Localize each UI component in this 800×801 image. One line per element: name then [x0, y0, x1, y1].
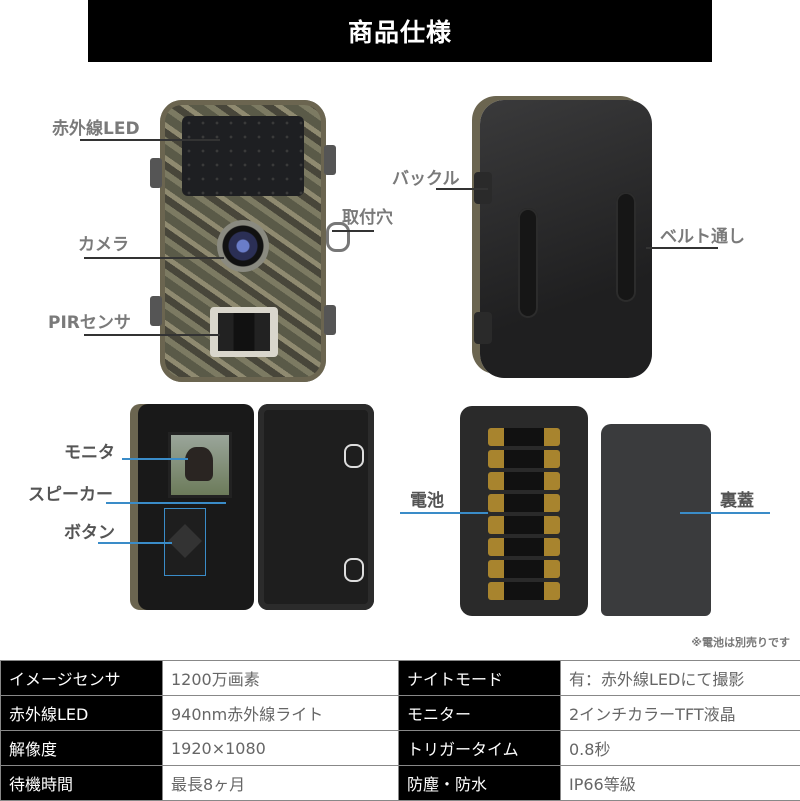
spec-value: IP66等級 — [561, 766, 800, 801]
callout-line — [436, 188, 488, 190]
spec-value: 940nm赤外線ライト — [163, 696, 399, 731]
callout-battery: 電池 — [410, 486, 444, 511]
side-latch — [324, 145, 336, 175]
battery-cell — [488, 582, 560, 600]
spec-key: 待機時間 — [1, 766, 163, 801]
battery-cell — [488, 428, 560, 446]
spec-key: イメージセンサ — [1, 661, 163, 696]
callout-buttons: ボタン — [64, 518, 115, 543]
battery-cell — [488, 494, 560, 512]
spec-value: 有：赤外線LEDにて撮影 — [561, 661, 800, 696]
spec-key: モニター — [399, 696, 561, 731]
side-latch — [150, 158, 162, 188]
spec-key: 赤外線LED — [1, 696, 163, 731]
battery-cell — [488, 450, 560, 468]
battery-cell — [488, 560, 560, 578]
callout-buckle: バックル — [392, 164, 460, 189]
side-latch — [150, 296, 162, 326]
callout-pir: PIRセンサ — [48, 308, 131, 333]
camera-front-image — [160, 100, 326, 382]
callout-line — [680, 512, 770, 514]
table-row: 待機時間 最長8ヶ月 防塵・防水 IP66等級 — [1, 766, 800, 801]
callout-line — [646, 247, 718, 249]
callout-line — [400, 512, 488, 514]
section-header: 商品仕様 — [88, 0, 712, 62]
battery-compartment-image — [460, 406, 588, 616]
spec-value: 1200万画素 — [163, 661, 399, 696]
lid-ring — [344, 444, 364, 468]
callout-monitor: モニタ — [64, 438, 115, 463]
spec-table: イメージセンサ 1200万画素 ナイトモード 有：赤外線LEDにて撮影 赤外線L… — [0, 660, 800, 801]
spec-value: 2インチカラーTFT液晶 — [561, 696, 800, 731]
camera-open-body-image — [138, 404, 254, 610]
callout-speaker: スピーカー — [28, 480, 113, 505]
callout-line — [84, 334, 220, 336]
spec-key: 解像度 — [1, 731, 163, 766]
camera-open-lid-image — [258, 404, 374, 610]
callout-line — [98, 542, 172, 544]
back-cover-image — [601, 424, 711, 616]
battery-cell — [488, 516, 560, 534]
buckle — [474, 312, 492, 344]
table-row: 解像度 1920×1080 トリガータイム 0.8秒 — [1, 731, 800, 766]
callout-line — [84, 257, 224, 259]
ir-led-panel — [182, 116, 304, 196]
spec-value: 1920×1080 — [163, 731, 399, 766]
camera-back-image — [480, 100, 652, 378]
battery-cell — [488, 472, 560, 490]
spec-key: トリガータイム — [399, 731, 561, 766]
battery-note: ※電池は別売りです — [691, 634, 790, 650]
spec-key: 防塵・防水 — [399, 766, 561, 801]
spec-key: ナイトモード — [399, 661, 561, 696]
callout-back-cover: 裏蓋 — [720, 486, 754, 511]
callout-camera: カメラ — [78, 230, 129, 255]
callout-line — [80, 139, 220, 141]
camera-lens — [217, 220, 269, 272]
callout-line — [332, 230, 374, 232]
table-row: 赤外線LED 940nm赤外線ライト モニター 2インチカラーTFT液晶 — [1, 696, 800, 731]
side-latch — [324, 305, 336, 335]
battery-cell — [488, 538, 560, 556]
monitor-screen — [168, 432, 232, 498]
spec-value: 0.8秒 — [561, 731, 800, 766]
callout-line — [106, 502, 226, 504]
lid-ring — [344, 558, 364, 582]
callout-ir-led: 赤外線LED — [52, 114, 140, 139]
section-title: 商品仕様 — [348, 13, 452, 49]
spec-value: 最長8ヶ月 — [163, 766, 399, 801]
table-row: イメージセンサ 1200万画素 ナイトモード 有：赤外線LEDにて撮影 — [1, 661, 800, 696]
callout-mount-hole: 取付穴 — [342, 203, 393, 228]
callout-belt-loop: ベルト通し — [660, 222, 745, 247]
pir-sensor — [210, 307, 278, 357]
belt-loop — [518, 208, 538, 318]
callout-line — [122, 458, 188, 460]
belt-loop — [616, 192, 636, 302]
